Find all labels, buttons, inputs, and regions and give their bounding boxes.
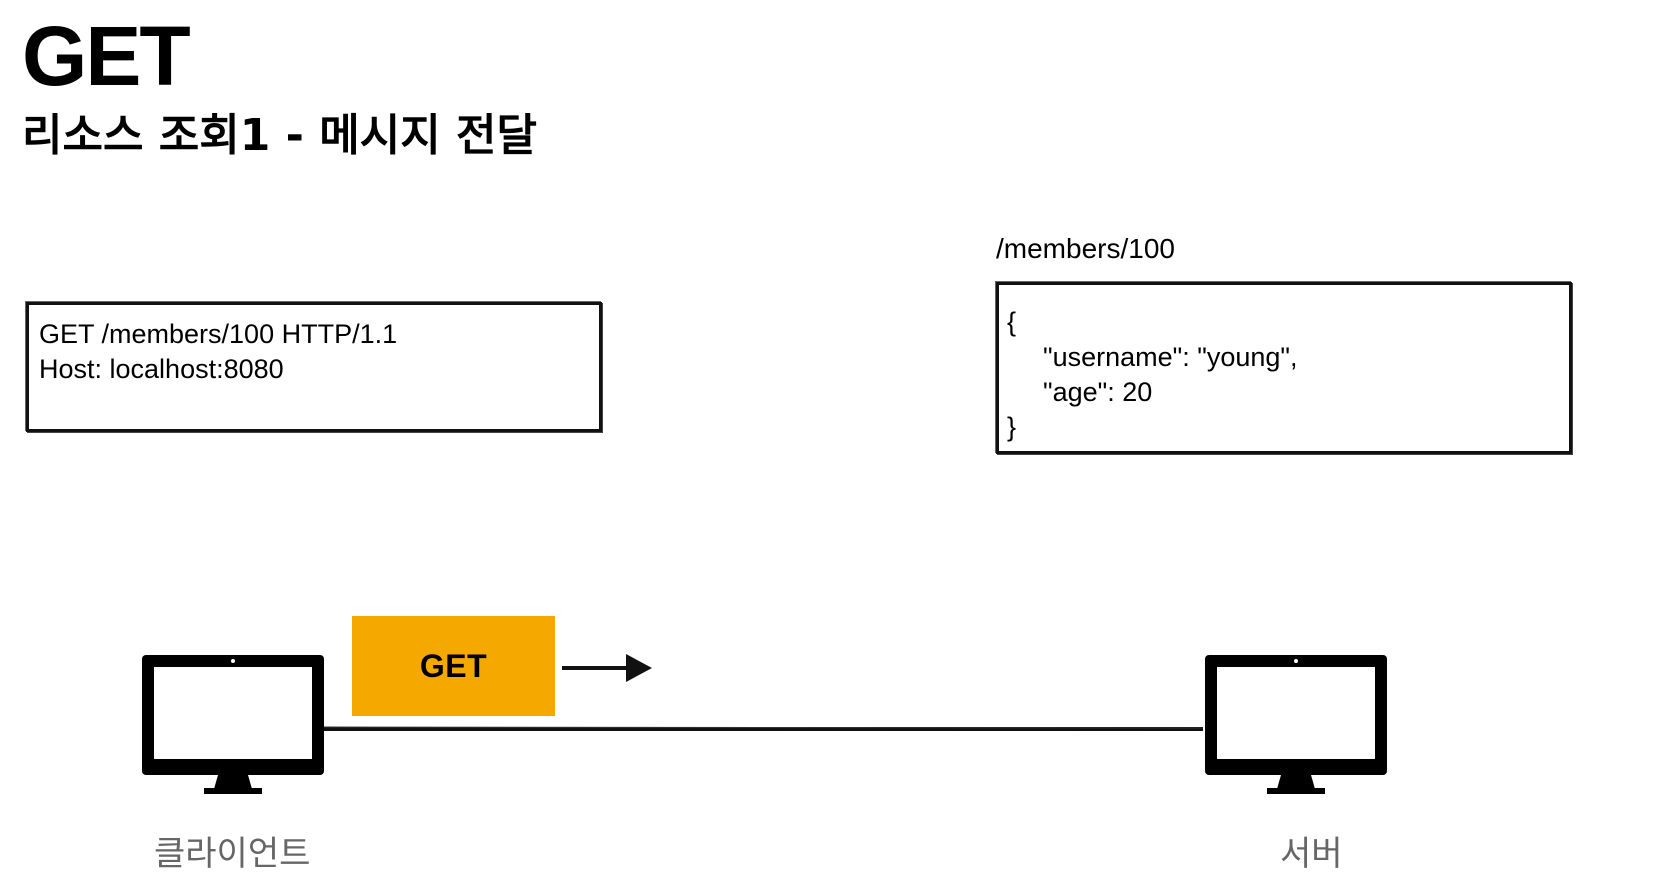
connection-line <box>323 726 1203 731</box>
json-close-brace: } <box>1007 412 1017 442</box>
request-message-box: GET /members/100 HTTP/1.1 Host: localhos… <box>26 302 602 432</box>
request-line: GET /members/100 HTTP/1.1 <box>39 319 398 349</box>
request-host-header: Host: localhost:8080 <box>39 354 284 384</box>
json-username-line: "username": "young", <box>1043 342 1298 372</box>
monitor-icon <box>1205 655 1387 794</box>
resource-path-label: /members/100 <box>996 233 1175 264</box>
get-method-badge: GET <box>352 616 555 716</box>
arrow-right-icon <box>562 654 652 682</box>
json-open-brace: { <box>1007 307 1017 337</box>
page-subtitle: 리소스 조회1 - 메시지 전달 <box>22 110 537 161</box>
client-label: 클라이언트 <box>154 834 311 874</box>
server-label: 서버 <box>1280 834 1343 874</box>
monitor-icon <box>142 655 324 794</box>
page-title: GET <box>22 9 191 103</box>
resource-json-box: { "username": "young", "age": 20 } <box>996 282 1572 454</box>
json-age-line: "age": 20 <box>1043 377 1153 407</box>
